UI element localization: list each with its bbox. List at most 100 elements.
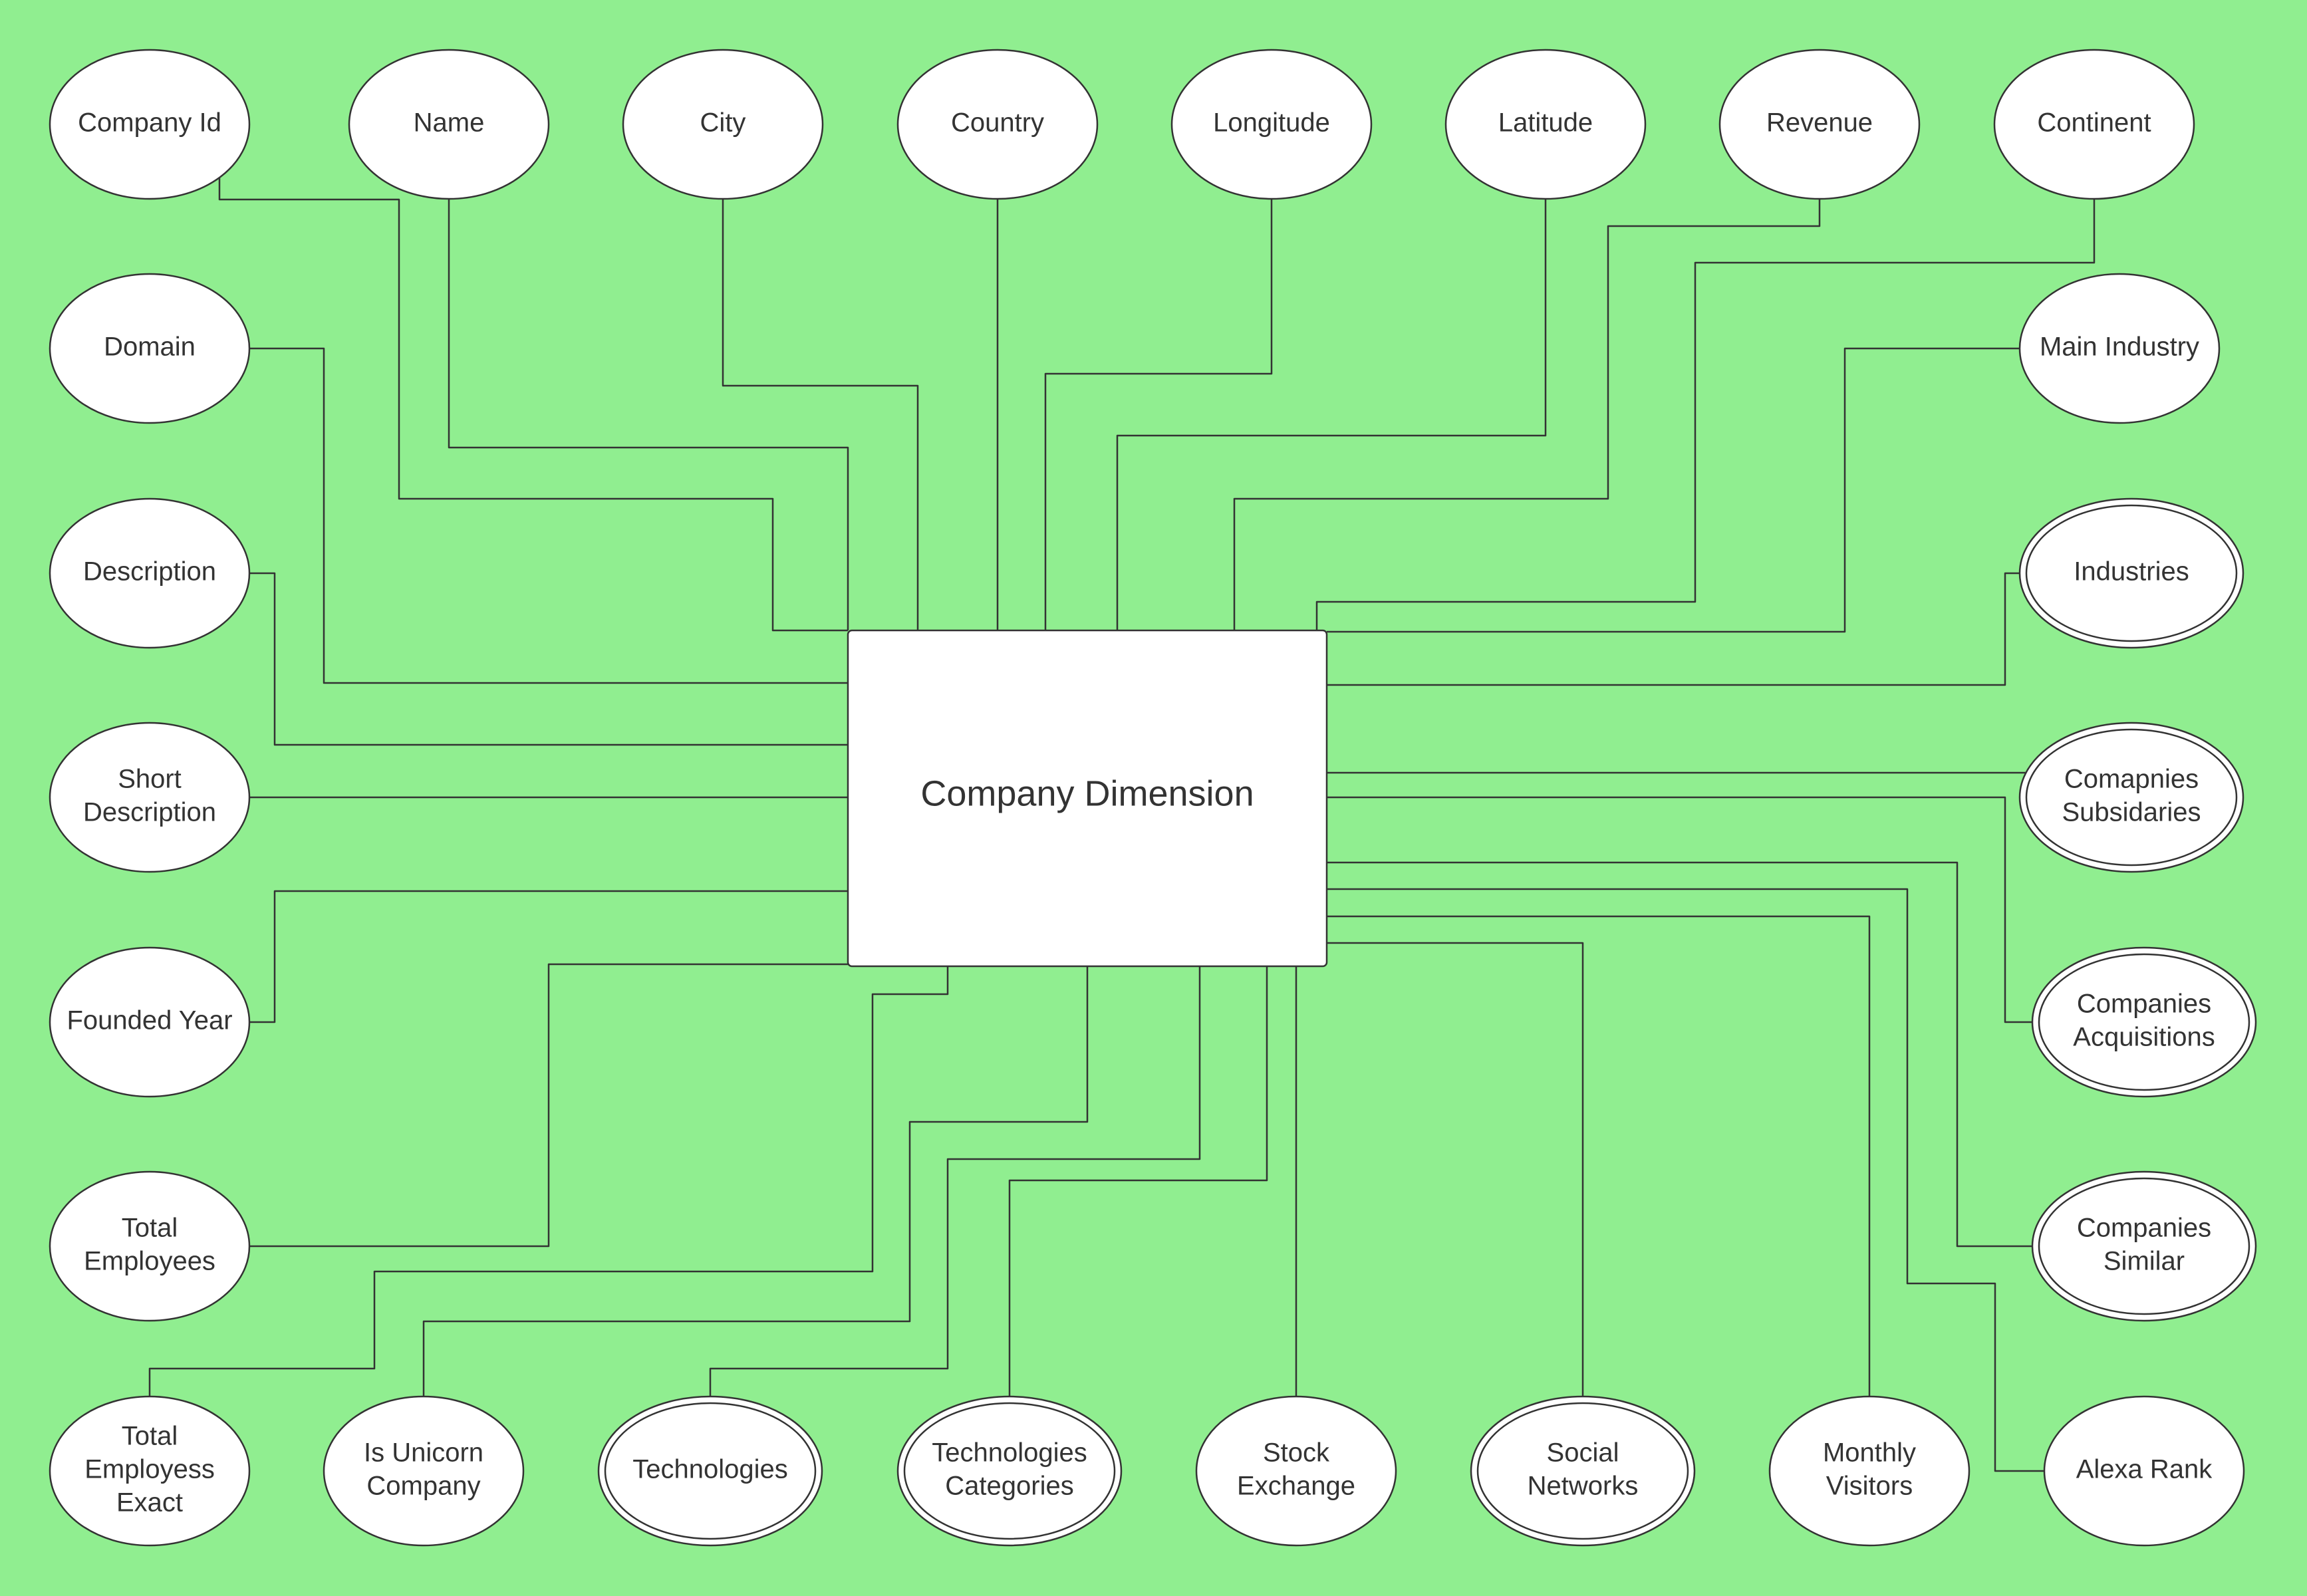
entity-title: Company Dimension: [920, 773, 1254, 813]
attribute-label: Is Unicorn: [364, 1438, 483, 1468]
connector-line: [148, 966, 949, 1396]
attribute-ellipse: [2043, 1395, 2245, 1547]
connector-line: [1233, 199, 1821, 630]
attribute-ellipse: [2018, 273, 2221, 424]
connector-line: [1008, 966, 1268, 1396]
attribute-label: Main Industry: [2040, 332, 2199, 362]
attribute-label: Total: [122, 1422, 178, 1451]
attribute-ellipse: [1444, 49, 1647, 200]
attribute-ellipse: [323, 1395, 525, 1547]
entity-box[interactable]: [847, 629, 1328, 968]
attribute-ellipse: [896, 49, 1099, 200]
inner-ring: [2025, 504, 2238, 642]
attribute-label: Stock: [1263, 1438, 1330, 1468]
inner-ring: [2038, 1177, 2250, 1315]
attribute-label: Description: [83, 798, 216, 827]
attribute-label: Company: [366, 1472, 480, 1501]
attribute-label: Technologies: [932, 1438, 1087, 1468]
attribute-domain[interactable]: Domain: [49, 273, 251, 424]
attribute-label: Companies: [2077, 990, 2211, 1019]
connector-line: [1327, 888, 2044, 1472]
attribute-label: Subsidaries: [2062, 798, 2201, 827]
connector-line: [709, 966, 1201, 1396]
attribute-founded-year[interactable]: Founded Year: [49, 946, 251, 1098]
attribute-ellipse: [49, 722, 251, 873]
attribute-ellipse: [49, 49, 251, 200]
attribute-label: Total: [122, 1214, 178, 1243]
attribute-label: Latitude: [1498, 108, 1593, 138]
attribute-technologies[interactable]: Technologies: [597, 1395, 823, 1547]
attribute-label: Similar: [2103, 1247, 2185, 1276]
attribute-label: Categories: [945, 1472, 1073, 1501]
attribute-label: Longitude: [1213, 108, 1330, 138]
attribute-company-id[interactable]: Company Id: [49, 49, 251, 200]
inner-ring: [1476, 1402, 1689, 1540]
attribute-label: Industries: [2074, 557, 2189, 587]
attribute-label: Alexa Rank: [2076, 1455, 2213, 1484]
attribute-label: Exact: [116, 1488, 183, 1518]
attribute-label: Exchange: [1237, 1472, 1355, 1501]
connector-line: [249, 572, 848, 746]
attribute-label: Acquisitions: [2073, 1023, 2215, 1052]
attribute-label: Description: [83, 557, 216, 587]
multivalued-attribute-ellipse: [896, 1395, 1123, 1547]
attribute-industries[interactable]: Industries: [2018, 497, 2244, 649]
connector-line: [448, 199, 849, 630]
connector-line: [1327, 572, 2032, 686]
attribute-main-industry[interactable]: Main Industry: [2018, 273, 2221, 424]
inner-ring: [2025, 728, 2238, 866]
attribute-label: Networks: [1528, 1472, 1639, 1501]
entity-layer: Company Dimension: [847, 629, 1328, 968]
attribute-label: Founded Year: [67, 1006, 232, 1035]
multivalued-attribute-ellipse: [2031, 946, 2257, 1098]
connector-line: [422, 966, 1089, 1396]
attribute-label: Continent: [2037, 108, 2151, 138]
attribute-description[interactable]: Description: [49, 497, 251, 649]
attribute-revenue[interactable]: Revenue: [1718, 49, 1921, 200]
attribute-label: Technologies: [632, 1455, 788, 1484]
connector-line: [249, 890, 848, 1023]
connector-line: [1315, 199, 2096, 630]
attribute-label: Visitors: [1826, 1472, 1913, 1501]
attribute-ellipse: [1195, 1395, 1397, 1547]
attribute-label: Name: [414, 108, 485, 138]
inner-ring: [604, 1402, 817, 1540]
attribute-label: Comapnies: [2064, 765, 2199, 794]
attribute-label: City: [700, 108, 746, 138]
connector-line: [1327, 942, 1584, 1396]
attribute-city[interactable]: City: [622, 49, 824, 200]
attribute-ellipse: [49, 1170, 251, 1322]
attribute-continent[interactable]: Continent: [1993, 49, 2195, 200]
connector-lines: [148, 178, 2096, 1472]
attribute-country[interactable]: Country: [896, 49, 1099, 200]
attribute-label: Monthly: [1823, 1438, 1916, 1468]
attribute-label: Employees: [84, 1247, 215, 1276]
attribute-longitude[interactable]: Longitude: [1170, 49, 1373, 200]
attribute-label: Country: [951, 108, 1044, 138]
connector-line: [1327, 915, 1871, 1396]
attribute-alexa-rank[interactable]: Alexa Rank: [2043, 1395, 2245, 1547]
attribute-label: Employess: [84, 1455, 215, 1484]
attribute-ellipse: [49, 497, 251, 649]
inner-ring: [903, 1402, 1116, 1540]
connector-line: [1327, 796, 2032, 1023]
attribute-ellipse: [1170, 49, 1373, 200]
attribute-ellipse: [1718, 49, 1921, 200]
attribute-ellipse: [49, 273, 251, 424]
attribute-ellipse: [348, 49, 550, 200]
attribute-name[interactable]: Name: [348, 49, 550, 200]
attribute-latitude[interactable]: Latitude: [1444, 49, 1647, 200]
connector-line: [1327, 347, 2020, 633]
